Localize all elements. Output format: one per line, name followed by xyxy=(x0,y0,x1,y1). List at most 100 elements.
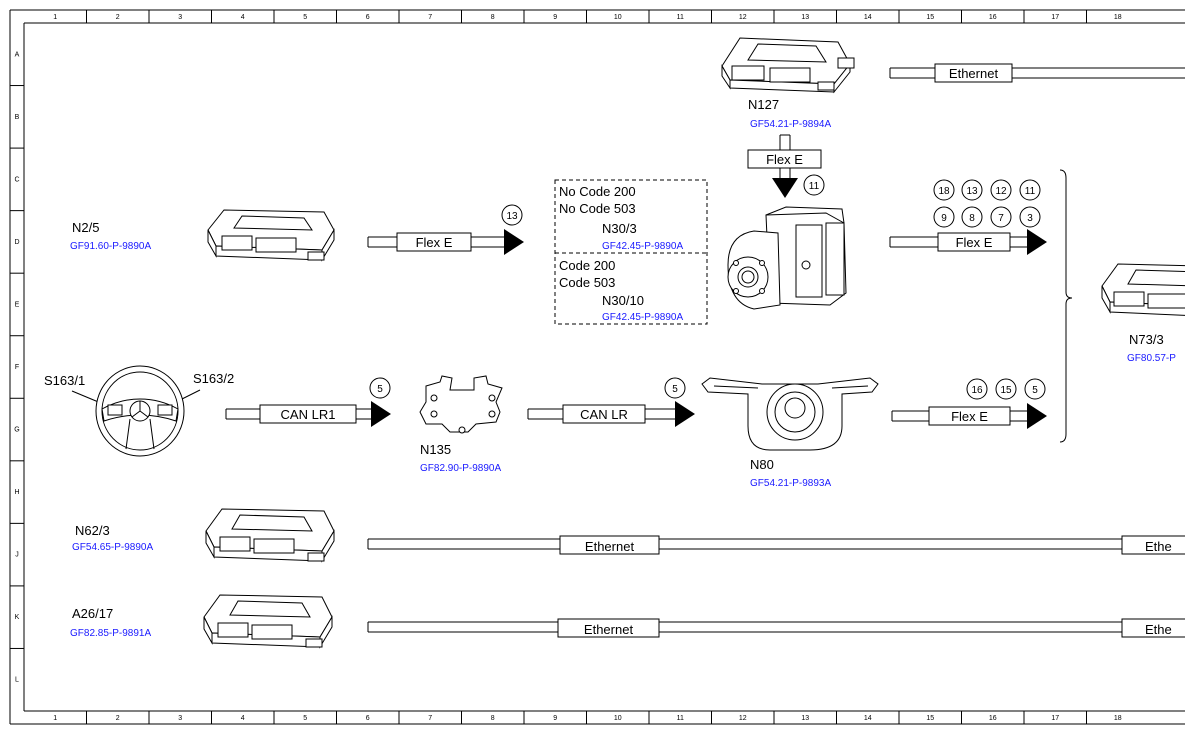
n135-ref-link[interactable]: GF82.90-P-9890A xyxy=(420,463,501,474)
grid-col-bottom-5: 5 xyxy=(303,715,307,722)
grid-col-top-2: 2 xyxy=(116,14,120,21)
marker-5: 5 xyxy=(1032,385,1038,396)
marker-18: 18 xyxy=(938,186,950,197)
grid-col-top-1: 1 xyxy=(53,14,57,21)
grid-col-top-14: 14 xyxy=(864,14,872,21)
marker-5-can-lr-label: 5 xyxy=(672,384,678,395)
n127-ref-link[interactable]: GF54.21-P-9894A xyxy=(750,119,831,130)
marker-16: 16 xyxy=(971,385,983,396)
grid-col-bottom-10: 10 xyxy=(614,715,622,722)
flex-e-n2-5-bus: Flex E xyxy=(367,229,524,255)
code-503: Code 503 xyxy=(559,275,615,290)
esp-hydraulic-unit-icon xyxy=(727,206,847,310)
ethernet-a26-17-end-label: Ethe xyxy=(1145,622,1172,637)
grid-col-bottom-18: 18 xyxy=(1114,715,1122,722)
ethernet-a26-17-label: Ethernet xyxy=(584,622,634,637)
grid-row-K: K xyxy=(15,614,20,621)
grid-col-bottom-13: 13 xyxy=(801,715,809,722)
grid-col-bottom-7: 7 xyxy=(428,715,432,722)
flex-e-n80-bus: Flex E xyxy=(891,403,1047,429)
grid-col-bottom-11: 11 xyxy=(677,715,684,722)
marker-8: 8 xyxy=(969,213,975,224)
n30-10-ref-link[interactable]: GF42.45-P-9890A xyxy=(602,312,683,323)
grid-col-bottom-14: 14 xyxy=(864,715,872,722)
n30-3-ref-link[interactable]: GF42.45-P-9890A xyxy=(602,241,683,252)
grid-col-top-5: 5 xyxy=(303,14,307,21)
n62-3-control-unit-icon xyxy=(205,508,335,563)
flex-e-right-label: Flex E xyxy=(956,235,993,250)
n62-3-ref-link[interactable]: GF54.65-P-9890A xyxy=(72,542,153,553)
grid-col-top-17: 17 xyxy=(1051,14,1059,21)
marker-11-n127-label: 11 xyxy=(809,181,820,192)
steering-wheel-icon xyxy=(95,365,185,457)
s163-2-label: S163/2 xyxy=(193,371,234,386)
marker-9: 9 xyxy=(941,213,947,224)
marker-11-n127 xyxy=(803,174,825,196)
a26-17-label: A26/17 xyxy=(72,606,113,621)
grid-col-top-15: 15 xyxy=(926,14,934,21)
marker-7: 7 xyxy=(998,213,1004,224)
flex-e-n80-label: Flex E xyxy=(951,409,988,424)
n73-3-control-unit-icon xyxy=(1101,263,1185,316)
marker-5-can-lr1 xyxy=(369,377,391,399)
ethernet-top-label: Ethernet xyxy=(949,66,999,81)
n80-flex-markers: 16 15 5 xyxy=(966,378,1046,400)
grid-col-bottom-17: 17 xyxy=(1051,715,1059,722)
no-code-200: No Code 200 xyxy=(559,184,636,199)
ethernet-bus-top: Ethernet xyxy=(889,63,1185,83)
no-code-503: No Code 503 xyxy=(559,201,636,216)
n30-3-label: N30/3 xyxy=(602,221,637,236)
marker-5-can-lr1-label: 5 xyxy=(377,384,383,395)
marker-3: 3 xyxy=(1027,213,1033,224)
n127-control-unit-icon xyxy=(721,37,855,94)
grid-col-top-16: 16 xyxy=(989,14,997,21)
grid-row-H: H xyxy=(14,489,19,496)
flex-e-right-bus: Flex E xyxy=(889,229,1047,255)
n2-5-label: N2/5 xyxy=(72,220,99,235)
grid-col-top-6: 6 xyxy=(366,14,370,21)
n127-label: N127 xyxy=(748,97,779,112)
ethernet-n62-3-label: Ethernet xyxy=(585,539,635,554)
grid-col-top-18: 18 xyxy=(1114,14,1122,21)
a26-17-ref-link[interactable]: GF82.85-P-9891A xyxy=(70,628,151,639)
ethernet-n62-3-bus: Ethernet Ethe xyxy=(367,535,1185,555)
marker-11: 11 xyxy=(1025,186,1036,197)
can-lr-label: CAN LR xyxy=(580,407,628,422)
grid-row-L: L xyxy=(15,677,19,684)
n80-ref-link[interactable]: GF54.21-P-9893A xyxy=(750,478,831,489)
grid-col-top-4: 4 xyxy=(241,14,245,21)
grid-row-E: E xyxy=(15,301,20,308)
grid-row-G: G xyxy=(14,427,19,434)
grid-col-top-8: 8 xyxy=(491,14,495,21)
grid-col-bottom-16: 16 xyxy=(989,715,997,722)
flex-e-down-bus: Flex E xyxy=(747,134,822,198)
flex-e-n2-5-label: Flex E xyxy=(416,235,453,250)
marker-12: 12 xyxy=(995,186,1007,197)
n73-3-ref-link[interactable]: GF80.57-P xyxy=(1127,353,1176,364)
a26-17-control-unit-icon xyxy=(203,594,333,649)
n62-3-label: N62/3 xyxy=(75,523,110,538)
marker-13-n2-5-label: 13 xyxy=(506,211,518,222)
s163-1-label: S163/1 xyxy=(44,373,85,388)
grid-col-top-9: 9 xyxy=(553,14,557,21)
n80-steering-column-module-icon xyxy=(701,377,879,451)
grid-col-bottom-15: 15 xyxy=(926,715,934,722)
can-lr-bus: CAN LR xyxy=(527,401,695,427)
grid-col-bottom-2: 2 xyxy=(116,715,120,722)
grid-col-bottom-8: 8 xyxy=(491,715,495,722)
n73-3-label: N73/3 xyxy=(1129,332,1164,347)
grid-row-C: C xyxy=(14,176,19,183)
grid-col-top-3: 3 xyxy=(178,14,182,21)
n2-5-ref-link[interactable]: GF91.60-P-9890A xyxy=(70,241,151,252)
marker-13: 13 xyxy=(966,186,978,197)
can-lr1-label: CAN LR1 xyxy=(281,407,336,422)
grid-row-F: F xyxy=(15,364,19,371)
grid-row-A: A xyxy=(15,51,20,58)
marker-5-can-lr xyxy=(664,377,686,399)
ethernet-n62-3-end-label: Ethe xyxy=(1145,539,1172,554)
bus-bracket xyxy=(1059,169,1073,443)
grid-col-bottom-9: 9 xyxy=(553,715,557,722)
n30-10-label: N30/10 xyxy=(602,293,644,308)
